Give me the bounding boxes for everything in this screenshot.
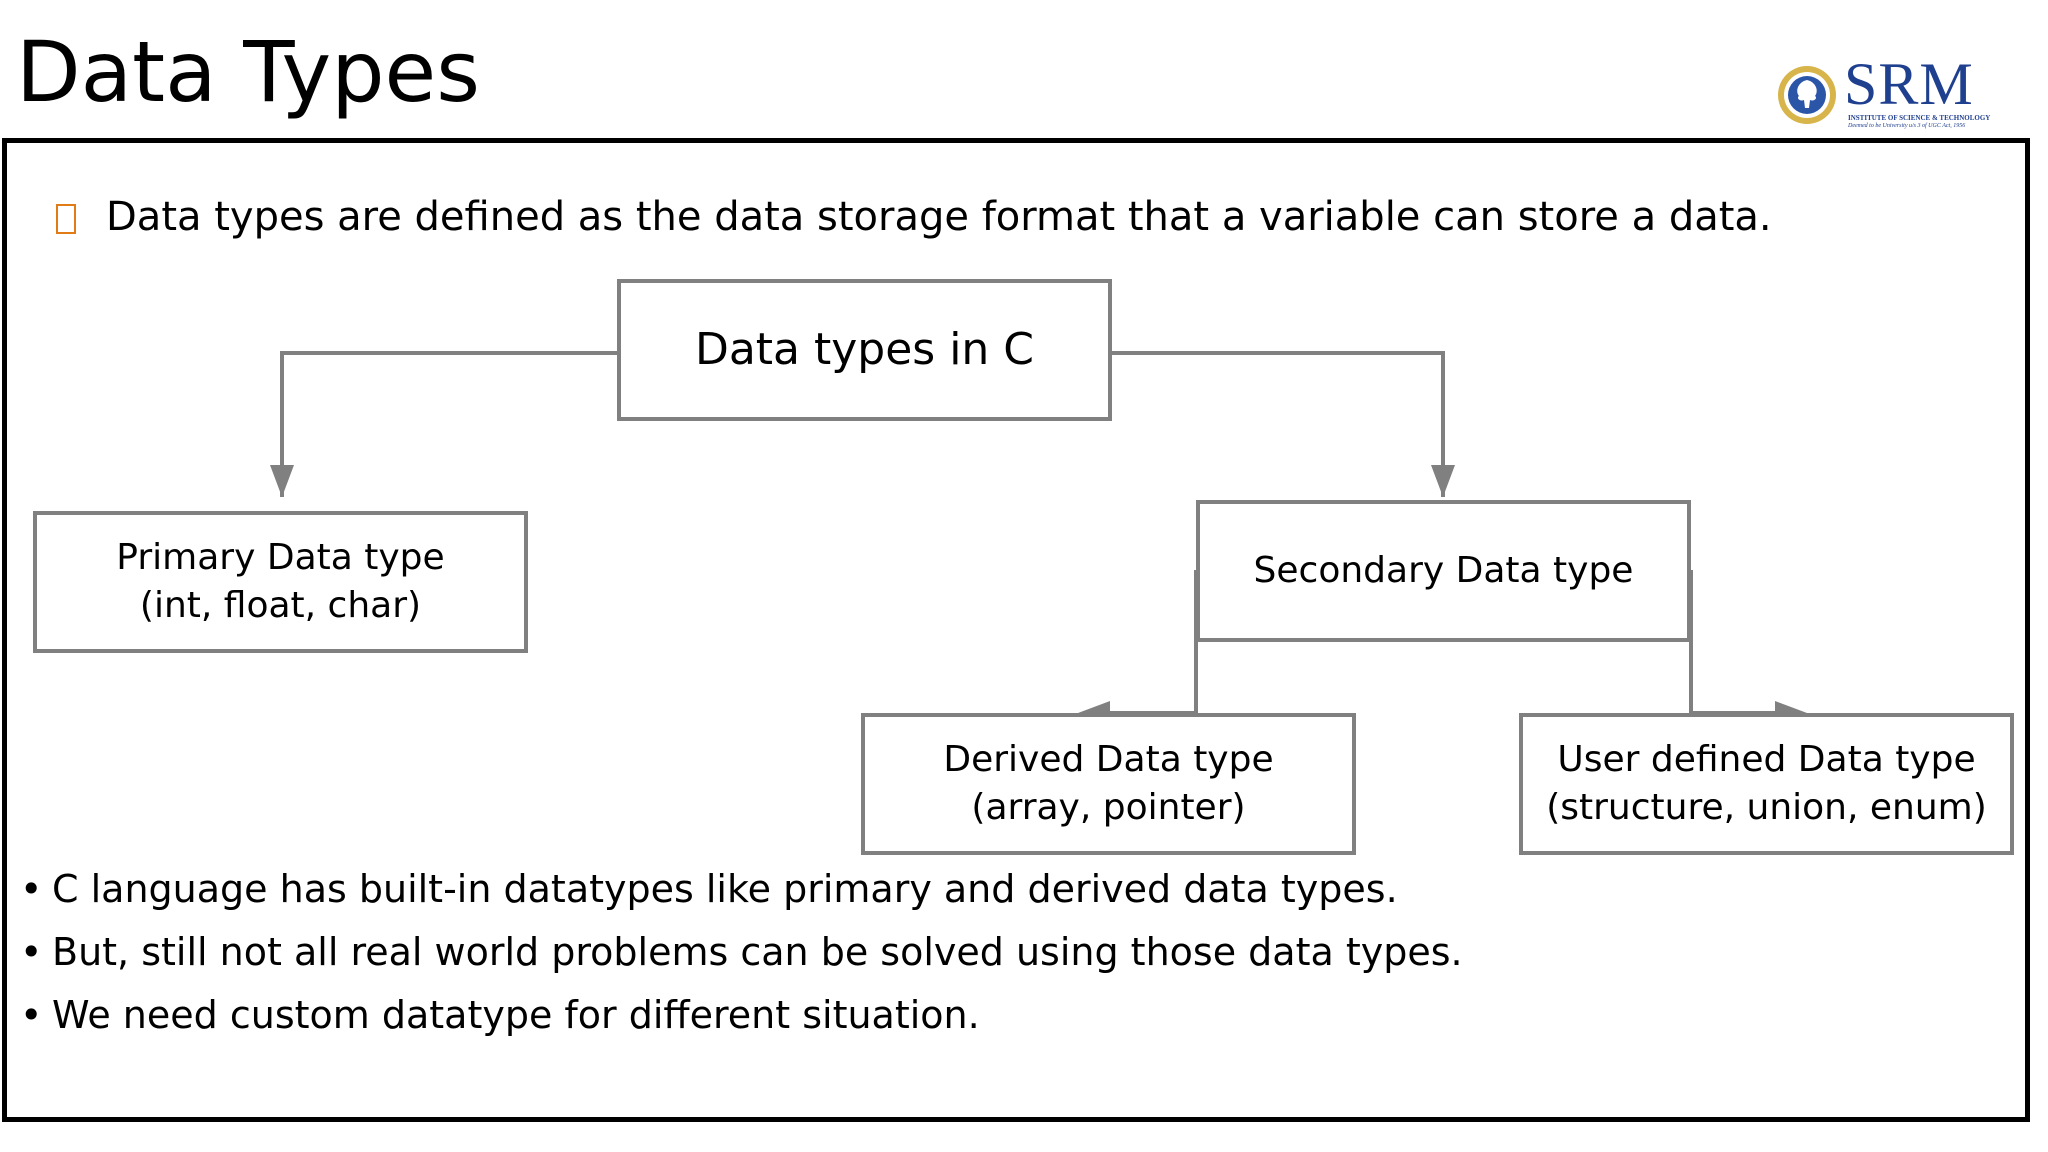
node-label: Data types in C <box>694 324 1035 375</box>
node-primary-data-type: Primary Data type (int, float, char) <box>33 511 528 653</box>
list-item: •We need custom datatype for different s… <box>20 984 1463 1047</box>
seal-icon <box>1778 66 1836 124</box>
node-label: Derived Data type <box>943 739 1274 780</box>
note-text: We need custom datatype for different si… <box>52 993 980 1037</box>
connector-root-to-primary <box>280 351 617 497</box>
intro-text: Data types are defined as the data stora… <box>106 194 1772 240</box>
logo-tagline: Deemed to be University u/s 3 of UGC Act… <box>1848 123 1966 129</box>
logo-subtitle: INSTITUTE OF SCIENCE & TECHNOLOGY <box>1848 114 1991 122</box>
arrowhead-secondary <box>1431 465 1455 497</box>
bullet-dot-icon: • <box>20 867 43 911</box>
node-detail: (structure, union, enum) <box>1546 787 1987 828</box>
arrowhead-primary <box>270 465 294 497</box>
slide-title: Data Types <box>16 23 480 121</box>
list-item: •But, still not all real world problems … <box>20 921 1463 984</box>
notes-list: •C language has built-in datatypes like … <box>20 858 1463 1047</box>
node-secondary-data-type: Secondary Data type <box>1196 500 1691 642</box>
note-text: C language has built-in datatypes like p… <box>52 867 1398 911</box>
connector-root-to-secondary <box>1112 351 1445 497</box>
node-detail: (int, float, char) <box>139 585 422 626</box>
list-item: •C language has built-in datatypes like … <box>20 858 1463 921</box>
node-label: User defined Data type <box>1557 739 1976 780</box>
note-text: But, still not all real world problems c… <box>52 930 1463 974</box>
square-bullet-icon <box>56 204 76 234</box>
intro-line: Data types are defined as the data stora… <box>56 192 1772 242</box>
node-data-types-in-c: Data types in C <box>617 279 1112 421</box>
node-derived-data-type: Derived Data type (array, pointer) <box>861 713 1356 855</box>
node-user-defined-data-type: User defined Data type (structure, union… <box>1519 713 2014 855</box>
bullet-dot-icon: • <box>20 930 43 974</box>
node-label: Primary Data type <box>116 537 445 578</box>
logo-wordmark: SRM <box>1844 51 1974 117</box>
bullet-dot-icon: • <box>20 993 43 1037</box>
srm-logo: SRM INSTITUTE OF SCIENCE & TECHNOLOGY De… <box>1776 54 1991 132</box>
node-label: Secondary Data type <box>1253 550 1634 591</box>
content-frame <box>2 138 2030 1122</box>
node-detail: (array, pointer) <box>971 787 1246 828</box>
